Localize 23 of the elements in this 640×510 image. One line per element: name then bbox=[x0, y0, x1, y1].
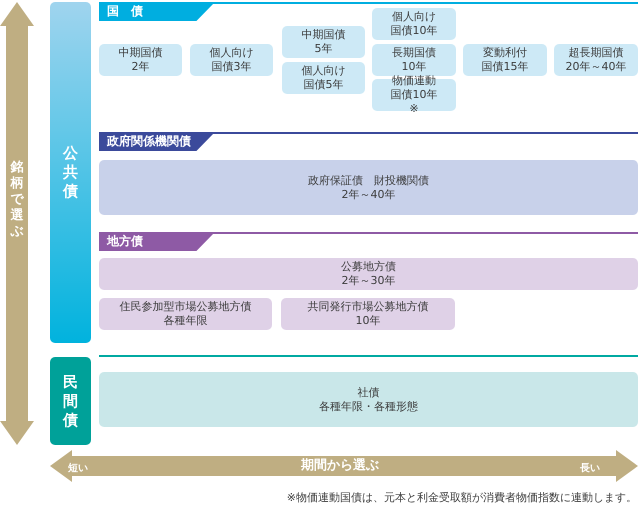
axis-end-label: 短い bbox=[68, 462, 89, 476]
bond-box: 中期国債 5年 bbox=[282, 26, 365, 58]
bond-box: 住民参加型市場公募地方債 各種年限 bbox=[99, 298, 272, 330]
bond-box: 中期国債 2年 bbox=[99, 44, 182, 76]
bond-box: 政府保証債 財投機関債 2年～40年 bbox=[99, 160, 638, 215]
bond-box: 長期国債 10年 bbox=[372, 44, 456, 76]
bond-box: 公募地方債 2年～30年 bbox=[99, 258, 638, 290]
bond-box: 共同発行市場公募地方債 10年 bbox=[281, 298, 455, 330]
bond-box: 社債 各種年限・各種形態 bbox=[99, 372, 638, 427]
category-bar: 民間債 bbox=[50, 357, 91, 445]
section-tab: 地方債 bbox=[99, 232, 215, 251]
axis-title: 期間から選ぶ bbox=[300, 458, 380, 474]
category-bar: 公共債 bbox=[50, 2, 91, 343]
footnote: ※物価連動国債は、元本と利金受取額が消費者物価指数に連動します。 bbox=[286, 490, 637, 505]
bond-box: 個人向け国債5年 bbox=[282, 62, 365, 94]
axis-end-label: 長い bbox=[579, 462, 600, 476]
section-tab: 国 債 bbox=[99, 2, 215, 21]
axis-title: 銘柄で選ぶ bbox=[9, 160, 25, 240]
bond-box: 個人向け国債10年 bbox=[372, 8, 456, 40]
bond-box: 個人向け国債3年 bbox=[190, 44, 273, 76]
section-tab: 政府関係機関債 bbox=[99, 132, 215, 151]
bond-box: 変動利付国債15年 bbox=[463, 44, 547, 76]
bond-box: 超長期国債 20年～40年 bbox=[554, 44, 638, 76]
